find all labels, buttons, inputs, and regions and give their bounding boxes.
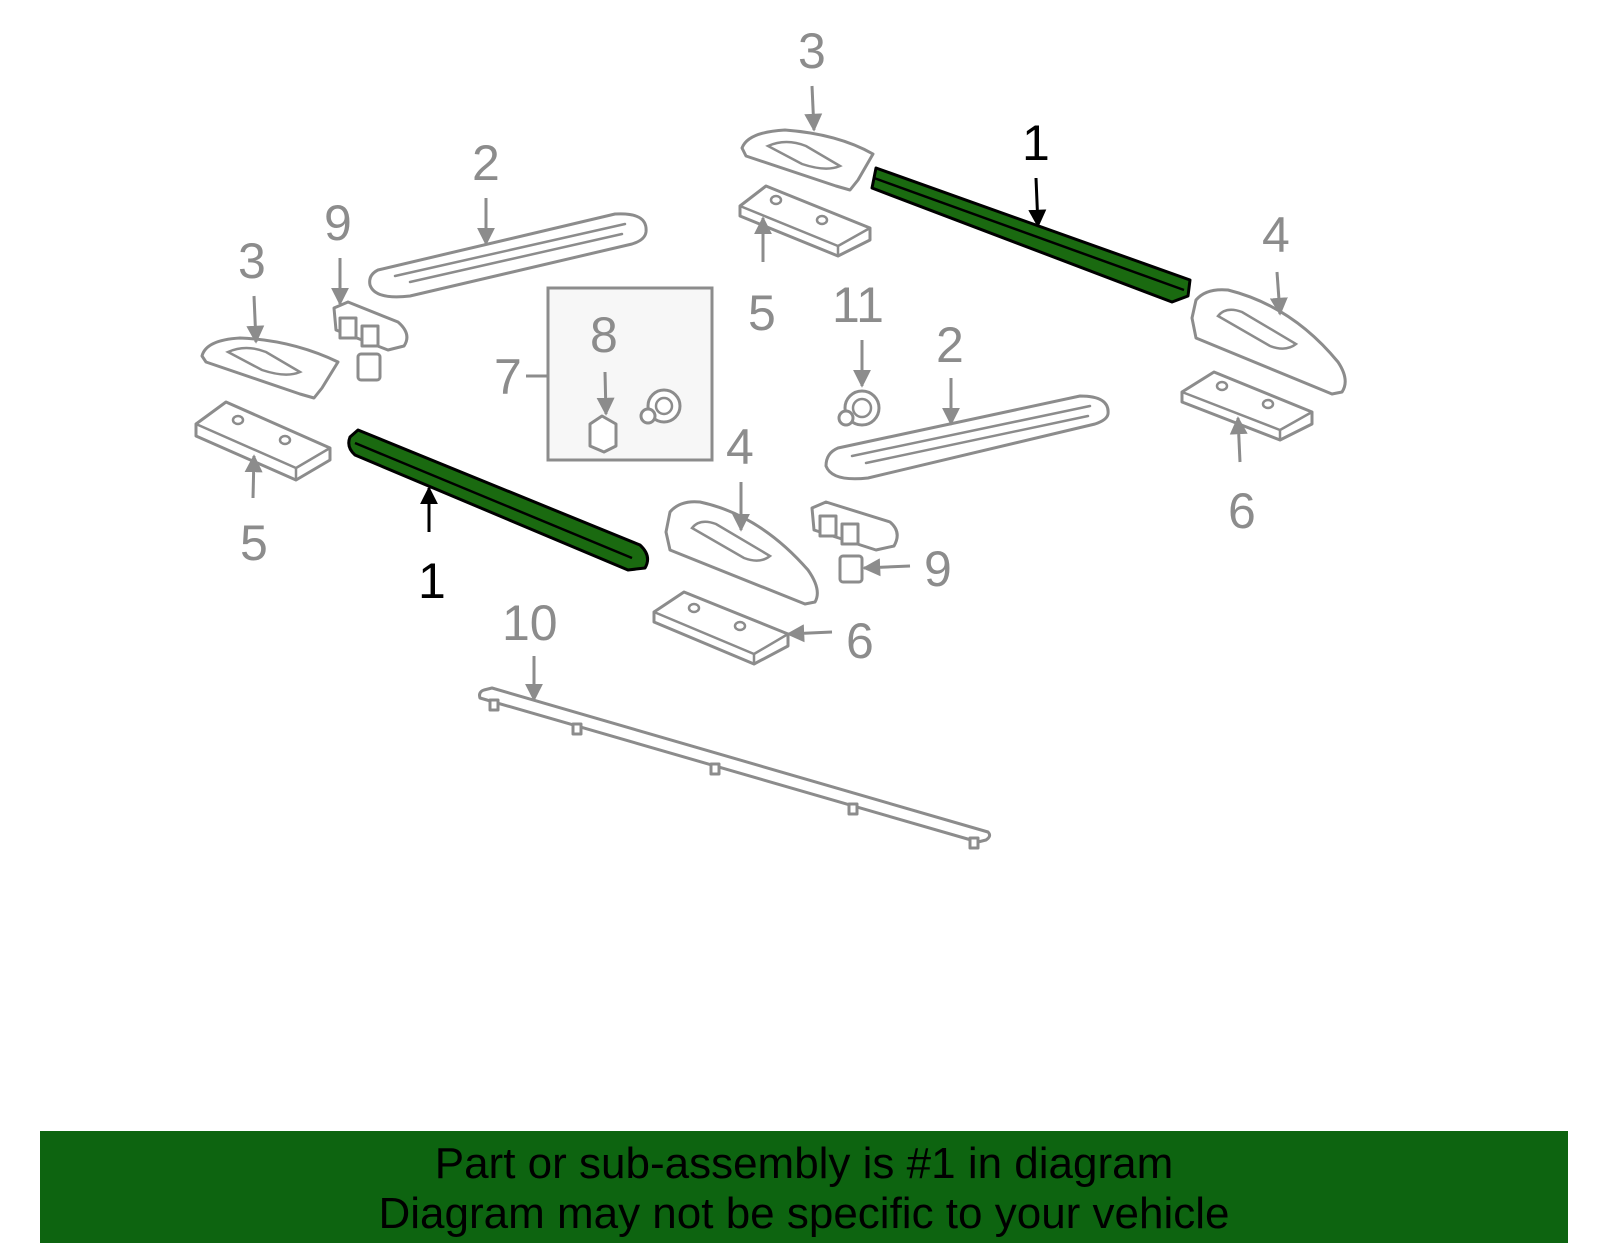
crossbar-left — [368, 212, 648, 299]
callout-3-left: 3 — [238, 233, 266, 289]
kit-fastener — [639, 388, 682, 425]
banner-line-2: Diagram may not be specific to your vehi… — [378, 1189, 1230, 1238]
front-cover-left — [200, 336, 340, 400]
rear-pad-right — [1180, 370, 1314, 442]
leader-lines — [244, 85, 1288, 702]
fastener — [837, 389, 881, 427]
clip-left — [332, 300, 409, 382]
notice-banner: Part or sub-assembly is #1 in diagram Di… — [40, 1131, 1568, 1243]
callout-labels: 1 1 2 2 3 3 4 4 5 5 6 6 7 8 9 9 10 11 — [238, 23, 1290, 669]
rear-cover-mid — [664, 500, 819, 606]
callout-7: 7 — [494, 349, 522, 405]
callout-9-left: 9 — [324, 195, 352, 251]
callout-9-right: 9 — [924, 541, 952, 597]
callout-5-top: 5 — [748, 285, 776, 341]
clip-right — [810, 500, 899, 584]
callout-2-left: 2 — [472, 135, 500, 191]
callout-1-left: 1 — [418, 553, 446, 609]
callout-2-right: 2 — [936, 317, 964, 373]
front-cover-right — [740, 128, 875, 192]
kit-box — [546, 286, 714, 462]
callout-6-mid: 6 — [846, 613, 874, 669]
side-strip — [478, 686, 992, 850]
callout-10: 10 — [502, 595, 558, 651]
callout-8: 8 — [590, 307, 618, 363]
banner-line-1: Part or sub-assembly is #1 in diagram — [434, 1139, 1174, 1188]
rear-pad-mid — [652, 590, 790, 666]
kit-cap — [588, 414, 618, 454]
callout-3-right: 3 — [798, 23, 826, 79]
front-pad-top — [738, 184, 872, 258]
callout-4-mid: 4 — [726, 419, 754, 475]
callout-5-left: 5 — [240, 515, 268, 571]
callout-4-right: 4 — [1262, 207, 1290, 263]
callout-1-right: 1 — [1022, 115, 1050, 171]
rear-cover-right — [1190, 288, 1347, 396]
front-pad-left — [194, 400, 332, 482]
roof-rail-left[interactable] — [347, 428, 650, 572]
roof-rail-right[interactable] — [870, 166, 1192, 304]
callout-6-right: 6 — [1228, 483, 1256, 539]
crossbar-right — [824, 394, 1110, 481]
callout-11: 11 — [832, 277, 884, 333]
